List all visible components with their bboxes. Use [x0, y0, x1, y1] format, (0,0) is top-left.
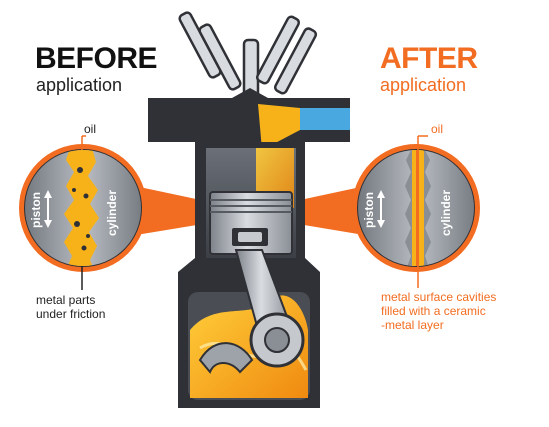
piston: [209, 191, 293, 255]
before-caption-line: under friction: [36, 307, 106, 321]
after-caption-line: metal surface cavities: [381, 290, 497, 304]
before-piston-label: piston: [29, 192, 43, 228]
after-arrow-down-icon: [377, 220, 385, 228]
after-magnifier: piston cylinder: [352, 144, 480, 272]
after-caption-line: -metal layer: [381, 318, 444, 332]
before-title: BEFORE: [35, 42, 158, 75]
after-cylinder-label: cylinder: [439, 190, 453, 236]
left-zoom-wedge: [130, 185, 215, 236]
right-zoom-wedge: [286, 185, 370, 236]
before-oil-gap: [64, 150, 99, 266]
after-oil-label: oil: [431, 122, 444, 136]
before-magnifier: piston cylinder: [19, 144, 147, 272]
connecting-rod: [198, 249, 305, 374]
before-cylinder-label: cylinder: [105, 190, 119, 236]
after-title: AFTER: [380, 42, 478, 75]
before-oil-label: oil: [84, 122, 97, 136]
before-arrow-up-icon: [44, 190, 52, 198]
after-subtitle: application: [380, 75, 467, 95]
intake-oil-flow: [258, 104, 300, 150]
after-arrow-up-icon: [377, 190, 385, 198]
after-caption-line: filled with a ceramic: [381, 304, 486, 318]
before-caption-line: metal parts: [36, 293, 96, 307]
before-subtitle: application: [36, 75, 123, 95]
exhaust-port: [300, 108, 350, 130]
after-piston-label: piston: [362, 192, 376, 228]
cylinder-head: [148, 88, 350, 150]
before-arrow-down-icon: [44, 220, 52, 228]
before-caption: metal parts under friction: [36, 293, 146, 321]
valve-rods: [178, 11, 318, 102]
after-caption: metal surface cavities filled with a cer…: [381, 290, 541, 332]
